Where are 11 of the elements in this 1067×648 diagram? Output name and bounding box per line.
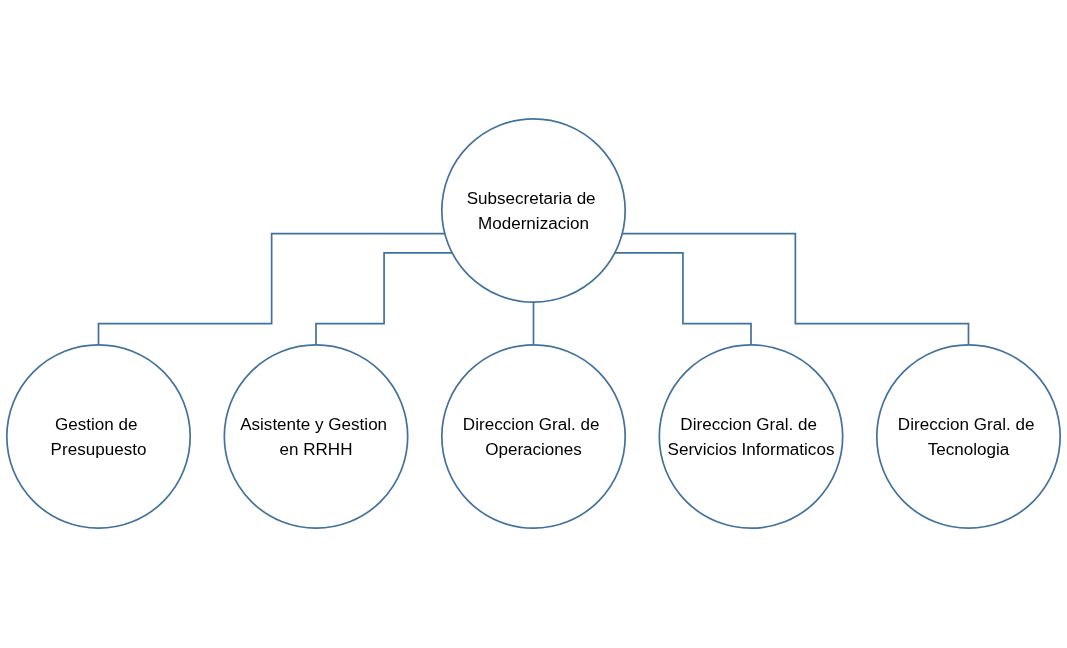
node-circle: Asistente y Gestion en RRHH (223, 344, 409, 530)
node-circle: Gestion de Presupuesto (5, 344, 192, 530)
node-circle: Subsecretaria de Modernizacion (440, 118, 627, 304)
connector (97, 233, 446, 347)
connector (614, 252, 752, 347)
connector (621, 233, 970, 347)
node-circle: Direccion Gral. de Servicios Informaticos (658, 344, 844, 530)
connector (315, 252, 453, 347)
node-circle: Direccion Gral. de Tecnologia (875, 344, 1062, 530)
connector (532, 301, 535, 347)
node-circle: Direccion Gral. de Operaciones (440, 344, 627, 530)
